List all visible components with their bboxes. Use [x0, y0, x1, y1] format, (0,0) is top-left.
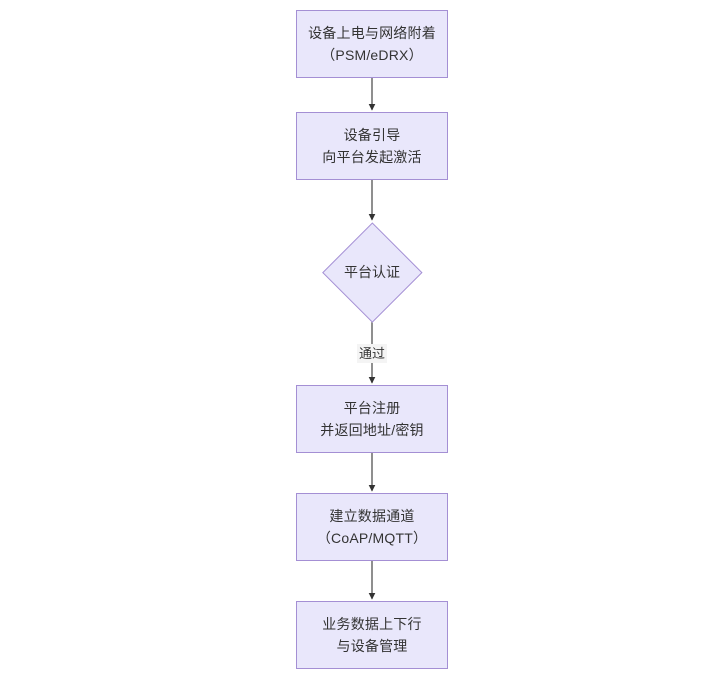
node-power-on-line1: 设备上电与网络附着 [308, 25, 436, 41]
node-data-channel-line1: 建立数据通道 [329, 508, 415, 524]
node-platform-auth-label: 平台认证 [344, 264, 400, 280]
node-business-data[interactable]: 业务数据上下行 与设备管理 [296, 601, 448, 669]
node-business-data-line1: 业务数据上下行 [322, 616, 422, 632]
node-data-channel[interactable]: 建立数据通道 （CoAP/MQTT） [296, 493, 448, 561]
node-bootstrap-line2: 向平台发起激活 [322, 149, 422, 165]
node-platform-register-line2: 并返回地址/密钥 [320, 422, 424, 438]
node-business-data-line2: 与设备管理 [336, 638, 408, 654]
node-data-channel-line2: （CoAP/MQTT） [316, 530, 428, 546]
node-bootstrap[interactable]: 设备引导 向平台发起激活 [296, 112, 448, 180]
edge-label-pass: 通过 [356, 344, 388, 363]
node-power-on[interactable]: 设备上电与网络附着 （PSM/eDRX） [296, 10, 448, 78]
node-platform-register[interactable]: 平台注册 并返回地址/密钥 [296, 385, 448, 453]
node-platform-auth[interactable]: 平台认证 [322, 222, 422, 322]
node-platform-register-line1: 平台注册 [343, 400, 401, 416]
node-bootstrap-line1: 设备引导 [343, 127, 401, 143]
node-power-on-line2: （PSM/eDRX） [321, 47, 423, 63]
